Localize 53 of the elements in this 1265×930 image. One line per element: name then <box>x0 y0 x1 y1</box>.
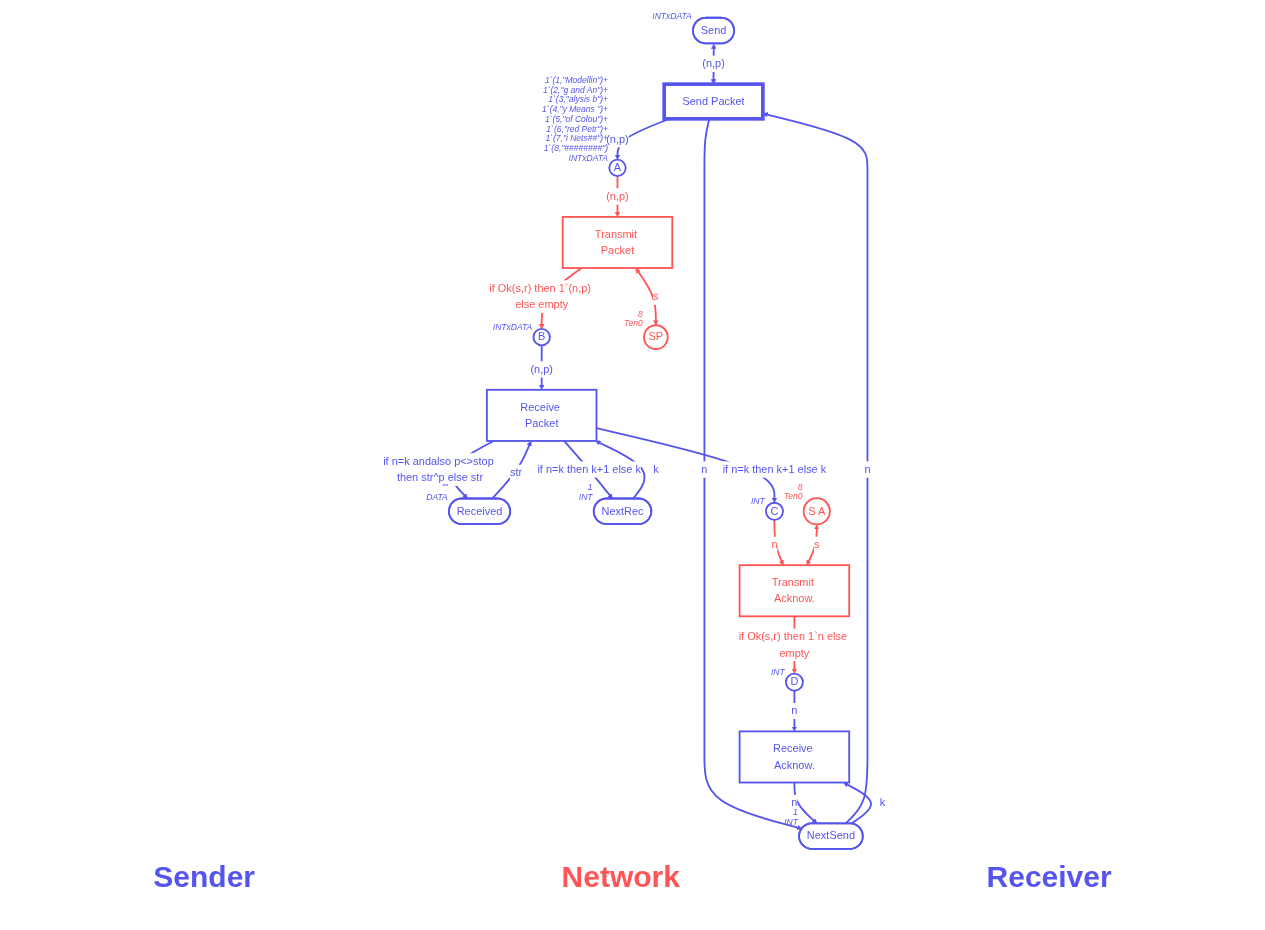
place-annotation: INTxDATA <box>493 322 533 333</box>
place-annotation: 1 INT <box>784 806 799 827</box>
arrow <box>792 689 798 732</box>
place-annotation: "" DATA <box>426 481 449 502</box>
arrow <box>595 427 778 503</box>
edge-label: if Ok(s,r) then 1`(n,p) else empty <box>489 282 592 311</box>
place-annotation: INTxDATA <box>652 11 693 21</box>
edge-label: if Ok(s,r) then 1`n else empty <box>739 630 848 659</box>
edge-label: n <box>791 796 798 809</box>
edge-label: k <box>653 463 660 476</box>
arrow <box>615 175 621 218</box>
node-box: Receive Acknow. <box>739 730 851 784</box>
node-box: Transmit Acknow. <box>739 564 851 618</box>
section-heading: Sender <box>153 860 255 894</box>
edge-label: s <box>814 538 820 551</box>
arrow <box>635 268 659 326</box>
arrow <box>806 524 820 566</box>
node-circle: C <box>765 501 785 521</box>
node-box: Transmit Packet <box>562 215 674 269</box>
arrow <box>793 781 818 824</box>
edge-label: s <box>653 290 659 303</box>
node-circle: A <box>608 158 627 177</box>
section-heading: Network <box>561 860 680 894</box>
arrow <box>711 43 717 85</box>
place-annotation: INT <box>751 496 766 506</box>
node-circle: SP <box>643 324 670 350</box>
edge-label: n <box>791 704 798 717</box>
edge-label: k <box>880 796 886 809</box>
place-annotation: 1`(1,"Modellin")+ 1`(2,"g and An")+ 1`(3,"alysis b")+ 1`(4,"y Means ")+ 1`(5,"of Colou")+ 1`(6,"red Petr")+ 1`(7,"i Nets##")+ 1`(8,"########") INTxDATA <box>542 74 609 163</box>
edge-label: if n=k then k+1 else k <box>723 463 827 476</box>
edge-label: n <box>864 463 871 476</box>
node-box: Receive Packet <box>486 388 598 442</box>
edge-label: (n,p) <box>606 190 630 203</box>
edge-label: n <box>771 538 778 551</box>
place-annotation: 8 Ten0 <box>624 308 644 329</box>
section-heading: Receiver <box>986 860 1112 894</box>
edge-label: if n=k then k+1 else k <box>537 463 642 476</box>
arrow <box>539 344 545 391</box>
arrow <box>491 440 533 500</box>
place-annotation: INT <box>771 666 786 677</box>
node-circle: D <box>785 672 805 692</box>
edge-label: str <box>510 466 523 479</box>
place-annotation: 1 INT <box>579 481 593 502</box>
edge-label: n <box>701 463 708 476</box>
node-circle: S A <box>803 497 832 526</box>
node-circle: B <box>532 328 552 347</box>
edge-label: (n,p) <box>702 57 726 70</box>
node-box: Send Packet <box>662 82 766 121</box>
edge-label: (n,p) <box>530 363 554 376</box>
place-annotation: 8 Ten0 <box>784 481 803 502</box>
arrow <box>595 440 646 500</box>
arrow <box>843 782 873 825</box>
edge-label: if n=k andalso p<>stop then str^p else str <box>383 454 495 484</box>
